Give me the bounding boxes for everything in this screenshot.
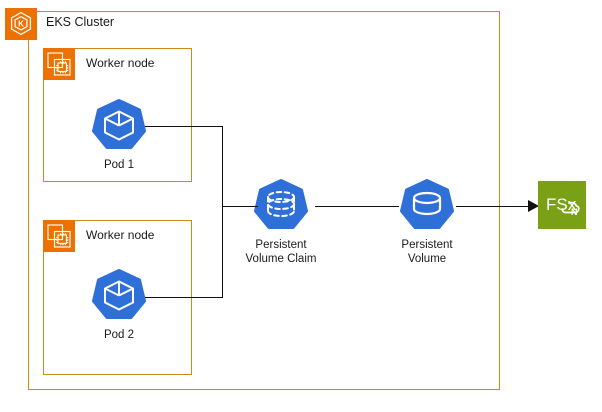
eks-cluster-icon: K: [5, 8, 37, 40]
worker-node-cpu-icon: [43, 220, 75, 252]
kubernetes-pod-icon: [90, 268, 148, 324]
connector-pod-bracket: [222, 126, 224, 298]
arrowhead-to-fsx-icon: [528, 200, 539, 212]
eks-cluster-container: [28, 11, 500, 390]
pod-node-2: Pod 2: [88, 268, 150, 343]
worker-node-container-1: Worker node: [43, 48, 192, 182]
kubernetes-pv-icon: [398, 178, 456, 234]
kubernetes-pvc-icon: [252, 178, 310, 234]
fsx-text: FSx: [546, 195, 577, 214]
connector-pv-to-fsx: [456, 206, 532, 208]
persistent-volume-node: Persistent Volume: [392, 178, 462, 266]
connector-pod2-to-junction: [145, 297, 223, 299]
svg-text:K: K: [18, 20, 24, 29]
pod-node-1: Pod 1: [88, 98, 150, 173]
worker-node-label-2: Worker node: [86, 228, 155, 242]
connector-junction-to-pvc: [222, 206, 258, 208]
ontap-n-text: N: [571, 207, 578, 217]
aws-fsx-netapp-ontap-icon: FSx N: [538, 181, 586, 229]
kubernetes-pod-icon: [90, 98, 148, 154]
persistent-volume-claim-node: Persistent Volume Claim: [240, 178, 322, 266]
worker-node-container-2: Worker node: [43, 220, 192, 375]
connector-pod1-to-junction: [145, 126, 223, 128]
persistent-volume-claim-label: Persistent Volume Claim: [245, 239, 317, 265]
connector-pvc-to-pv: [315, 206, 399, 208]
worker-node-cpu-icon: [43, 48, 75, 80]
pod-label-1: Pod 1: [103, 159, 135, 171]
persistent-volume-label: Persistent Volume: [401, 239, 453, 265]
pod-label-2: Pod 2: [103, 329, 135, 341]
worker-node-label-1: Worker node: [86, 56, 155, 70]
eks-cluster-label: EKS Cluster: [46, 15, 115, 29]
